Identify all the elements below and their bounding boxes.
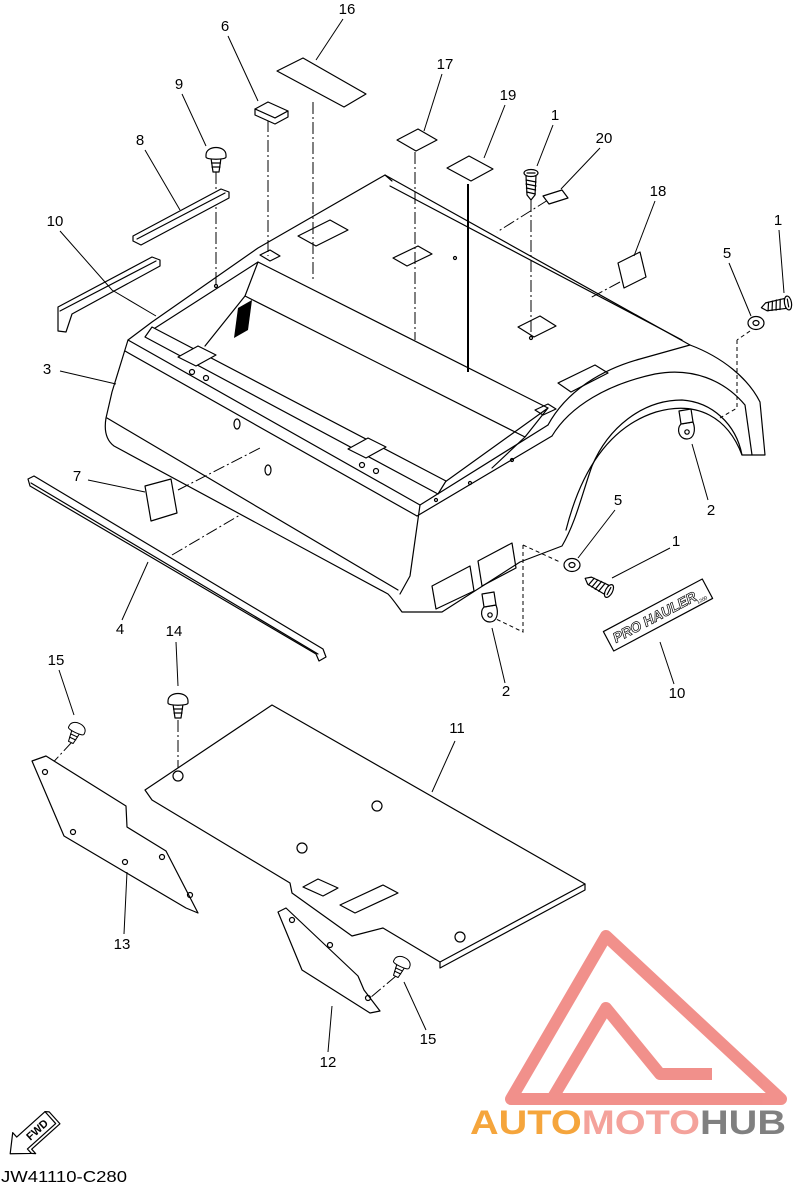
part-1-screw-mid xyxy=(581,571,616,600)
part-5-washer-mid xyxy=(563,557,581,573)
callout-5-right: 5 xyxy=(723,245,731,262)
callout-14: 14 xyxy=(166,623,183,640)
callout-17: 17 xyxy=(437,56,454,73)
callout-20: 20 xyxy=(596,130,613,147)
part-12-side-flap xyxy=(277,907,381,1014)
part-16-sheet xyxy=(276,57,367,108)
part-10-trim-strip xyxy=(57,256,161,333)
fwd-arrow-icon: FWD xyxy=(9,1111,61,1155)
callout-4: 4 xyxy=(116,621,124,638)
part-19-sheet xyxy=(446,155,494,182)
callout-5-mid: 5 xyxy=(614,492,622,509)
callout-1-top: 1 xyxy=(551,107,559,124)
part-11-floor-panel xyxy=(144,704,586,969)
part-14-push-rivet xyxy=(167,692,189,719)
decal-subtext: 1200 xyxy=(696,595,709,606)
watermark-hub: HUB xyxy=(700,1104,786,1142)
callout-12: 12 xyxy=(320,1054,337,1071)
part-1-screw-top xyxy=(523,168,539,201)
callout-9: 9 xyxy=(175,76,183,93)
part-15-rivet-bottom xyxy=(387,953,413,981)
part-3-cargo-bed-body xyxy=(104,174,766,613)
part-2-clip-mid xyxy=(480,591,498,623)
callout-1-mid: 1 xyxy=(672,533,680,550)
callout-15-bottom: 15 xyxy=(420,1031,437,1048)
part-13-side-flap xyxy=(31,755,199,914)
part-17-sheet xyxy=(396,128,438,152)
part-4-trim-strip xyxy=(27,475,327,662)
callout-7: 7 xyxy=(73,468,81,485)
part-5-washer-right xyxy=(747,315,765,331)
watermark-auto: AUTO xyxy=(470,1104,582,1142)
callout-numbers: 16 6 17 9 19 1 20 8 18 10 1 5 3 7 5 2 1 … xyxy=(43,1,782,1071)
callout-3: 3 xyxy=(43,361,51,378)
assembly-lines xyxy=(45,102,751,999)
watermark-moto: MOTO xyxy=(582,1104,700,1142)
part-7-sheet xyxy=(144,478,178,522)
callout-2-mid: 2 xyxy=(502,683,510,700)
part-8-channel-strip xyxy=(132,188,230,246)
callout-leaders xyxy=(58,18,785,1053)
callout-15-top: 15 xyxy=(48,652,65,669)
watermark-triangle-logo xyxy=(505,930,787,1105)
part-18-sheet xyxy=(617,251,647,289)
part-15-rivet-top xyxy=(62,719,88,747)
part-6-rubber-pad xyxy=(254,101,289,125)
drawing-code: JW41110-C280 xyxy=(1,1169,127,1185)
callout-11: 11 xyxy=(449,720,465,737)
callout-8: 8 xyxy=(136,132,144,149)
callout-6: 6 xyxy=(221,18,229,35)
decal-text: PRO HAULER xyxy=(610,588,700,646)
callout-16: 16 xyxy=(339,1,356,18)
callout-18: 18 xyxy=(650,183,667,200)
part-2-clip-right xyxy=(677,408,695,440)
callout-10-mid: 10 xyxy=(669,685,686,702)
part-1-screw-right xyxy=(759,294,794,316)
callout-1-right: 1 xyxy=(774,212,782,229)
part-20-sheet xyxy=(542,189,569,205)
part-10-decal: PRO HAULER 1200 xyxy=(602,578,714,652)
callout-13: 13 xyxy=(114,936,131,953)
callout-2-right: 2 xyxy=(707,502,715,519)
part-9-push-rivet xyxy=(205,146,227,173)
callout-10-left: 10 xyxy=(47,213,64,230)
callout-19: 19 xyxy=(500,87,517,104)
